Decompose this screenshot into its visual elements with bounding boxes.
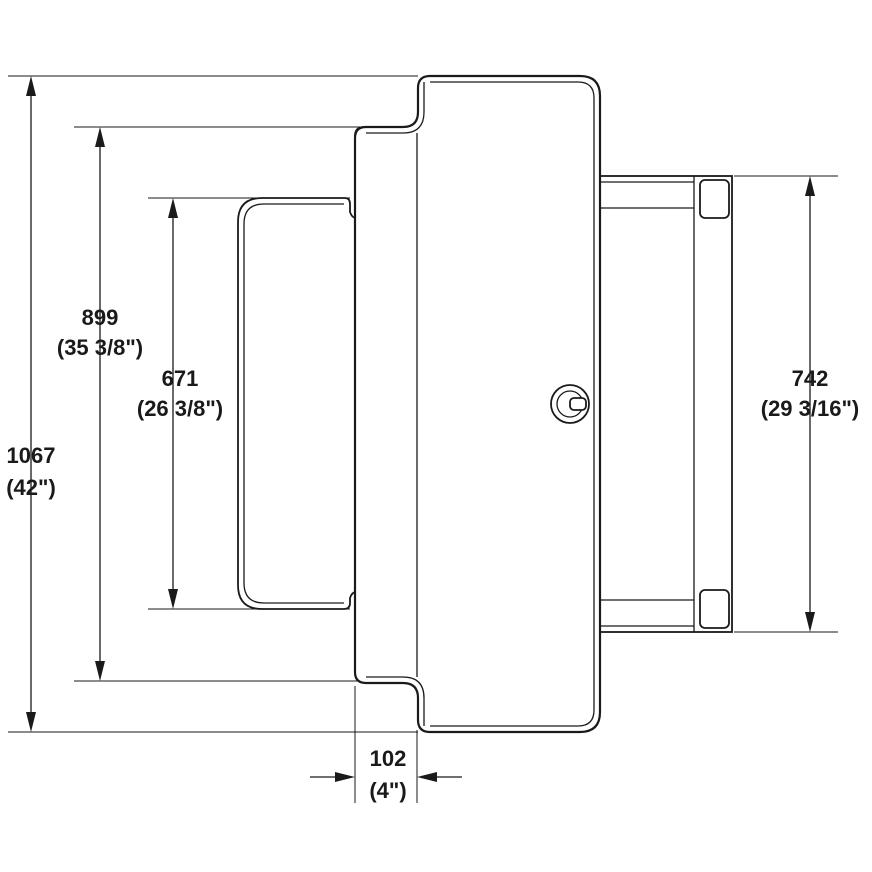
inner-tray [237, 197, 357, 610]
dim-742-inch: (29 3/16") [761, 396, 859, 421]
rail-roller-top [699, 179, 730, 219]
dim-671-mm: 671 [162, 366, 199, 391]
pull-out-rail [597, 175, 733, 633]
dim-742-mm: 742 [792, 366, 829, 391]
dim-1067-inch: (42") [6, 475, 56, 500]
dim-671-inch: (26 3/8") [137, 396, 223, 421]
dim-1067-mm: 1067 [7, 443, 56, 468]
lock-icon [550, 384, 590, 424]
extension-lines [8, 75, 838, 803]
dimension-102 [310, 772, 462, 782]
dimension-1067 [26, 76, 36, 732]
dimension-899 [95, 127, 105, 681]
dim-899-mm: 899 [82, 305, 119, 330]
dim-899-inch: (35 3/8") [57, 335, 143, 360]
dim-102-inch: (4") [369, 778, 406, 803]
dimension-742 [805, 176, 815, 632]
dimension-671 [168, 198, 178, 609]
dim-102-mm: 102 [370, 746, 407, 771]
rail-frame [597, 175, 733, 633]
main-body [353, 74, 602, 734]
rail-roller-bottom [699, 589, 730, 629]
